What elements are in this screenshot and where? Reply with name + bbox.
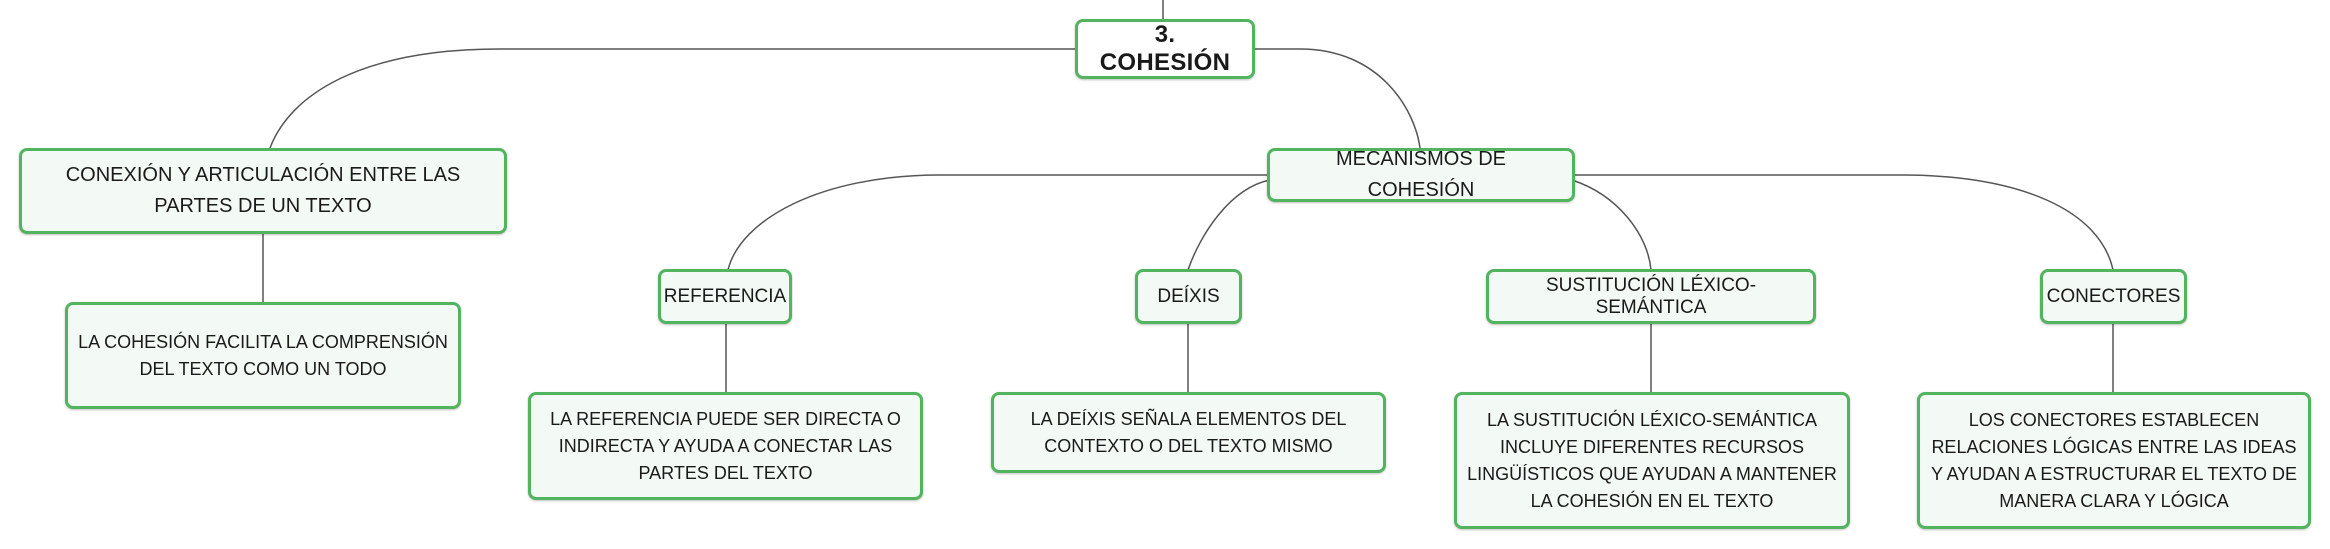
detail-sustitucion-node[interactable]: LA SUSTITUCIÓN LÉXICO-SEMÁNTICA INCLUYE … [1454, 392, 1850, 529]
detail-referencia-text: LA REFERENCIA PUEDE SER DIRECTA O INDIRE… [550, 408, 901, 483]
subtopic-deixis-label: DEÍXIS [1157, 285, 1220, 307]
detail-sustitucion-text: LA SUSTITUCIÓN LÉXICO-SEMÁNTICA INCLUYE … [1467, 409, 1837, 511]
detail-cohesion-facilita-node[interactable]: LA COHESIÓN FACILITA LA COMPRENSIÓN DEL … [65, 302, 461, 409]
connector-mecanismos-to-deixis [1187, 179, 1271, 271]
subtopic-sustitucion-label: SUSTITUCIÓN LÉXICO-SEMÁNTICA [1545, 274, 1757, 318]
branch-mecanismos-node[interactable]: MECANISMOS DE COHESIÓN [1267, 148, 1575, 202]
connector-mecanismos-to-referencia [727, 174, 1270, 271]
detail-cohesion-facilita-text: LA COHESIÓN FACILITA LA COMPRENSIÓN DEL … [78, 331, 448, 379]
connector-root-to-conexion [269, 48, 1078, 149]
branch-conexion-label: CONEXIÓN Y ARTICULACIÓN ENTRE LAS PARTES… [65, 164, 461, 217]
subtopic-sustitucion-node[interactable]: SUSTITUCIÓN LÉXICO-SEMÁNTICA [1486, 269, 1816, 324]
subtopic-referencia-node[interactable]: REFERENCIA [658, 269, 792, 324]
subtopic-referencia-label: REFERENCIA [663, 285, 787, 307]
connector-mecanismos-to-conectores [1572, 174, 2114, 271]
detail-deixis-node[interactable]: LA DEÍXIS SEÑALA ELEMENTOS DEL CONTEXTO … [991, 392, 1386, 473]
detail-conectores-node[interactable]: LOS CONECTORES ESTABLECEN RELACIONES LÓG… [1917, 392, 2311, 529]
connector-mecanismos-to-sustitucion [1571, 179, 1652, 271]
root-node[interactable]: 3. COHESIÓN [1075, 19, 1255, 79]
detail-conectores-text: LOS CONECTORES ESTABLECEN RELACIONES LÓG… [1930, 409, 2298, 511]
branch-mecanismos-label: MECANISMOS DE COHESIÓN [1335, 148, 1507, 201]
root-label: 3. COHESIÓN [1099, 21, 1231, 76]
connector-root-to-mecanismos [1250, 48, 1421, 149]
subtopic-conectores-node[interactable]: CONECTORES [2040, 269, 2187, 324]
detail-referencia-node[interactable]: LA REFERENCIA PUEDE SER DIRECTA O INDIRE… [528, 392, 923, 500]
subtopic-deixis-node[interactable]: DEÍXIS [1135, 269, 1242, 324]
branch-conexion-node[interactable]: CONEXIÓN Y ARTICULACIÓN ENTRE LAS PARTES… [19, 148, 507, 234]
detail-deixis-text: LA DEÍXIS SEÑALA ELEMENTOS DEL CONTEXTO … [1030, 408, 1347, 456]
subtopic-conectores-label: CONECTORES [2046, 285, 2181, 307]
